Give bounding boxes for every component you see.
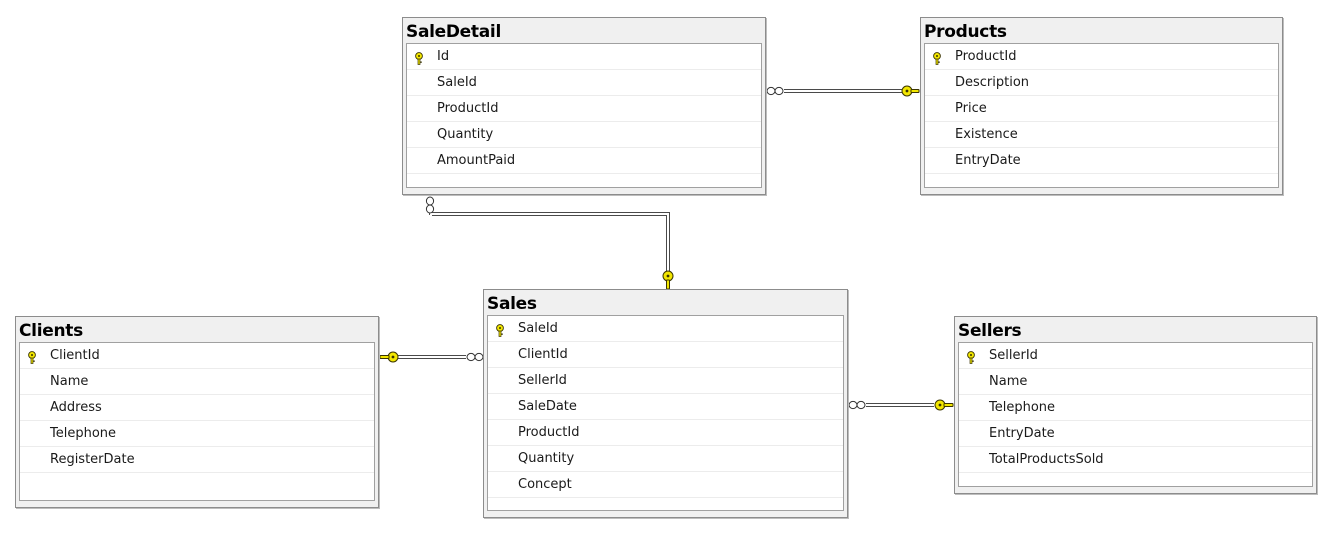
column-row[interactable]: SaleDate — [488, 394, 843, 420]
column-name: RegisterDate — [50, 452, 135, 467]
table-title: SaleDetail — [406, 22, 501, 42]
column-name: AmountPaid — [437, 153, 516, 168]
infinity-icon — [766, 86, 784, 96]
column-row[interactable]: ProductId — [925, 44, 1278, 70]
key-icon — [26, 349, 38, 364]
column-name: Telephone — [989, 400, 1056, 415]
column-row[interactable]: Description — [925, 70, 1278, 96]
column-row[interactable]: SellerId — [959, 343, 1312, 369]
relationship-sales-sellers[interactable] — [866, 403, 934, 407]
column-row[interactable]: TotalProductsSold — [959, 447, 1312, 473]
column-row[interactable]: Quantity — [407, 122, 761, 148]
column-row[interactable]: SellerId — [488, 368, 843, 394]
column-name: ProductId — [518, 425, 580, 440]
column-row[interactable]: EntryDate — [959, 421, 1312, 447]
column-row[interactable]: ClientId — [488, 342, 843, 368]
column-name: Name — [989, 374, 1028, 389]
column-row[interactable]: SaleId — [407, 70, 761, 96]
column-name: SaleId — [437, 75, 477, 90]
column-name: Price — [955, 101, 987, 116]
column-name: SaleDate — [518, 399, 577, 414]
infinity-icon — [848, 400, 866, 410]
key-icon — [662, 270, 674, 290]
column-name: SellerId — [989, 348, 1038, 363]
relationship-saledetail-products[interactable] — [784, 89, 903, 93]
table-title: Sellers — [958, 321, 1022, 341]
column-row[interactable]: Telephone — [959, 395, 1312, 421]
column-row[interactable]: ClientId — [20, 343, 374, 369]
column-name: ClientId — [50, 348, 100, 363]
key-icon — [494, 322, 506, 337]
column-row[interactable]: Name — [959, 369, 1312, 395]
key-icon — [931, 50, 943, 65]
column-name: EntryDate — [989, 426, 1055, 441]
column-row[interactable]: Address — [20, 395, 374, 421]
column-name: Address — [50, 400, 102, 415]
column-name: Quantity — [437, 127, 494, 142]
column-name: SaleId — [518, 321, 558, 336]
column-row[interactable]: RegisterDate — [20, 447, 374, 473]
column-row[interactable]: SaleId — [488, 316, 843, 342]
column-row[interactable]: ProductId — [488, 420, 843, 446]
table-title: Clients — [19, 321, 83, 341]
column-row[interactable]: Telephone — [20, 421, 374, 447]
column-name: Telephone — [50, 426, 117, 441]
infinity-icon — [466, 352, 484, 362]
column-row[interactable]: Concept — [488, 472, 843, 498]
column-name: EntryDate — [955, 153, 1021, 168]
key-icon — [965, 349, 977, 364]
column-name: ProductId — [437, 101, 499, 116]
relationship-saledetail-sales[interactable] — [429, 212, 670, 273]
key-icon — [379, 351, 399, 363]
infinity-icon — [425, 196, 435, 214]
column-name: ProductId — [955, 49, 1017, 64]
relationship-sales-clients[interactable] — [398, 355, 466, 359]
key-icon — [934, 399, 954, 411]
key-icon — [413, 50, 425, 65]
column-row[interactable]: EntryDate — [925, 148, 1278, 174]
column-name: Existence — [955, 127, 1018, 142]
column-name: Quantity — [518, 451, 575, 466]
column-name: Description — [955, 75, 1030, 90]
column-name: Name — [50, 374, 89, 389]
column-row[interactable]: Quantity — [488, 446, 843, 472]
column-row[interactable]: Id — [407, 44, 761, 70]
column-name: Id — [437, 49, 450, 64]
column-name: TotalProductsSold — [989, 452, 1104, 467]
column-name: SellerId — [518, 373, 567, 388]
column-name: ClientId — [518, 347, 568, 362]
key-icon — [901, 85, 920, 97]
column-row[interactable]: Existence — [925, 122, 1278, 148]
column-row[interactable]: Price — [925, 96, 1278, 122]
column-name: Concept — [518, 477, 572, 492]
column-row[interactable]: Name — [20, 369, 374, 395]
table-title: Products — [924, 22, 1007, 42]
column-row[interactable]: ProductId — [407, 96, 761, 122]
table-title: Sales — [487, 294, 537, 314]
column-row[interactable]: AmountPaid — [407, 148, 761, 174]
